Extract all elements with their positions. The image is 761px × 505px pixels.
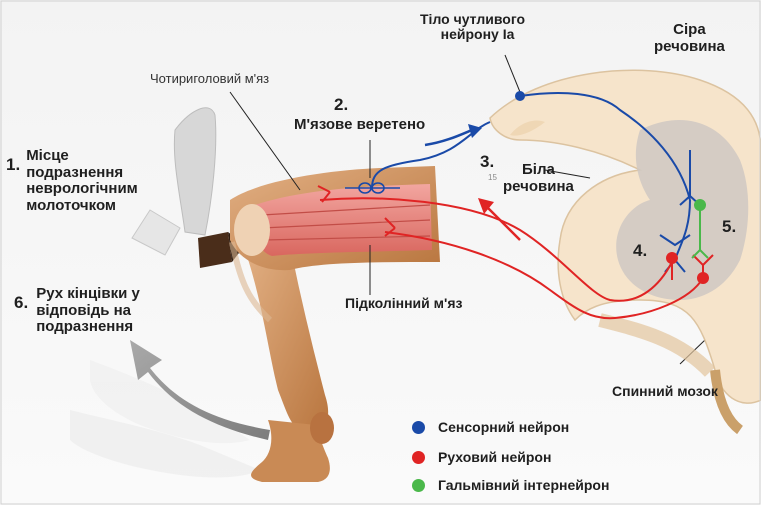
legend-item-inhibitory: Гальмівний інтернейрон	[412, 477, 609, 493]
sensory-body-line1: Тіло чутливого	[420, 12, 525, 27]
legend-label-sensory: Сенсорний нейрон	[438, 419, 569, 435]
motor-neuron-body-1	[666, 252, 678, 264]
step2-text: М'язове веретено	[294, 117, 425, 134]
tiny-mark: 15	[488, 174, 497, 183]
gray-matter-line1: Сіра	[654, 22, 725, 39]
gray-matter-line2: речовина	[654, 39, 725, 56]
step6-line3: подразнення	[36, 319, 140, 336]
legend-dot-green-icon	[412, 479, 425, 492]
step2-label: 2. М'язове веретено	[294, 96, 425, 133]
step1-number: 1.	[6, 156, 20, 214]
quadriceps-label: Чотириголовий м'яз	[150, 72, 269, 86]
legend-item-motor: Руховий нейрон	[412, 449, 551, 465]
white-matter-line1: Біла	[503, 162, 574, 179]
white-matter-line2: речовина	[503, 179, 574, 196]
legend-item-sensory: Сенсорний нейрон	[412, 419, 569, 435]
legend-dot-blue-icon	[412, 421, 425, 434]
step6-line2: відповідь на	[36, 303, 140, 320]
legend-label-inhibitory: Гальмівний інтернейрон	[438, 477, 609, 493]
step6-line1: Рух кінцівки у	[36, 286, 140, 303]
hamstring-label: Підколінний м'яз	[345, 296, 462, 311]
step6-label: 6. Рух кінцівки у відповідь на подразнен…	[14, 286, 140, 336]
legend-label-motor: Руховий нейрон	[438, 449, 551, 465]
interneuron-body	[694, 199, 706, 211]
step1-line4: молоточком	[26, 198, 138, 215]
sensory-neuron-body	[515, 91, 525, 101]
white-matter-label: Біла речовина	[503, 162, 574, 195]
step6-number: 6.	[14, 294, 28, 336]
gray-matter-label: Сіра речовина	[654, 22, 725, 55]
step1-line1: Місце	[26, 148, 138, 165]
step1-line3: неврологічним	[26, 181, 138, 198]
sensory-body-label: Тіло чутливого нейрону Ia	[420, 12, 525, 43]
spinal-cord-label: Спинний мозок	[612, 384, 718, 399]
step1-label: 1. Місце подразнення неврологічним молот…	[6, 148, 138, 214]
legend-dot-red-icon	[412, 451, 425, 464]
step4-number: 4.	[633, 242, 647, 261]
sensory-body-line2: нейрону Ia	[430, 27, 525, 42]
step3-number: 3.	[480, 153, 494, 172]
step5-number: 5.	[722, 218, 736, 237]
step2-number: 2.	[334, 96, 425, 115]
motor-neuron-body-2	[697, 272, 709, 284]
step1-line2: подразнення	[26, 165, 138, 182]
